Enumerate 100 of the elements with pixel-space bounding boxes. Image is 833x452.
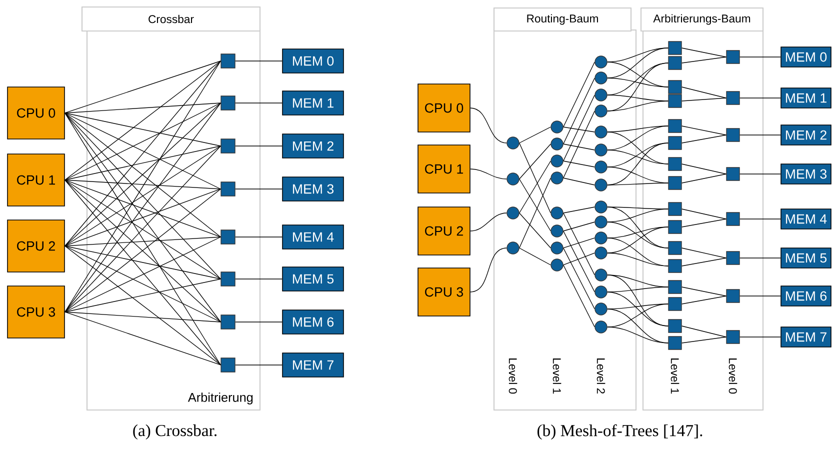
arbiter-square: [668, 319, 682, 333]
connector-line: [607, 292, 668, 326]
memory-box: MEM 4: [282, 224, 344, 250]
cpu-box: CPU 1: [418, 144, 470, 194]
connector-line: [519, 212, 551, 248]
connector-line: [563, 144, 595, 150]
connector-line: [682, 248, 726, 258]
connector-line: [682, 258, 726, 266]
connector-line: [470, 108, 507, 144]
connector-line: [682, 134, 726, 144]
connector-line: [607, 100, 668, 112]
connector-line: [607, 48, 668, 62]
arbiter-square: [668, 56, 682, 70]
connector-line: [682, 48, 726, 58]
connector-line: [470, 168, 507, 180]
connector-line: [607, 48, 668, 78]
connector-line: [563, 248, 595, 310]
memory-box: MEM 7: [282, 352, 344, 378]
connector-line: [519, 160, 551, 214]
cpu-box: CPU 1: [7, 154, 65, 206]
arbiter-square: [220, 182, 236, 196]
router-circle: [550, 172, 564, 184]
connector-line: [607, 304, 668, 328]
connector-line: [740, 336, 781, 338]
router-circle: [594, 72, 608, 84]
connector-line: [563, 222, 595, 232]
connector-line: [607, 304, 668, 310]
connector-line: [64, 146, 221, 246]
router-circle: [506, 242, 520, 254]
connector-line: [64, 112, 221, 190]
connector-line: [563, 126, 595, 132]
router-circle: [506, 206, 520, 220]
cpu-box: CPU 2: [418, 206, 470, 256]
connector-line: [519, 248, 551, 266]
router-circle: [594, 144, 608, 156]
connector-line: [607, 326, 668, 344]
memory-box: MEM 0: [282, 48, 344, 74]
router-circle: [594, 160, 608, 174]
router-circle: [594, 178, 608, 192]
connector-line: [563, 178, 595, 186]
connector-line: [235, 188, 282, 190]
connector-line: [563, 252, 595, 266]
memory-box: MEM 2: [282, 134, 344, 158]
connector-line: [682, 326, 726, 338]
connector-line: [470, 248, 507, 292]
cpu-box: CPU 3: [418, 268, 470, 316]
connector-line: [64, 112, 221, 366]
cpu-box: CPU 0: [418, 84, 470, 132]
connector-line: [235, 102, 282, 104]
frame-header: Crossbar: [81, 6, 261, 32]
cpu-box: CPU 3: [7, 286, 65, 338]
memory-box: MEM 0: [780, 46, 832, 68]
connector-line: [64, 102, 221, 114]
connector-line: [64, 236, 221, 246]
memory-box: MEM 2: [780, 124, 832, 146]
connector-line: [64, 60, 221, 180]
connector-line: [64, 246, 221, 322]
caption: (a) Crossbar.: [133, 424, 216, 440]
arbiter-square: [220, 272, 236, 286]
arbiter-square: [668, 94, 682, 108]
memory-box: MEM 1: [282, 90, 344, 116]
router-circle: [550, 258, 564, 272]
connector-line: [607, 222, 668, 248]
connector-line: [682, 296, 726, 304]
connector-line: [235, 236, 282, 238]
router-circle: [594, 56, 608, 68]
connector-line: [607, 126, 668, 132]
connector-line: [682, 98, 726, 102]
arbiter-square: [668, 241, 682, 255]
connector-line: [607, 142, 668, 168]
connector-line: [740, 134, 781, 136]
arbiter-square: [668, 280, 682, 294]
connector-line: [607, 182, 668, 186]
cpu-box: CPU 2: [7, 220, 65, 272]
arbiter-square: [668, 119, 682, 133]
memory-box: MEM 6: [282, 310, 344, 334]
level-label: Level 1: [670, 358, 680, 394]
arbiter-square: [668, 176, 682, 190]
router-circle: [550, 242, 564, 254]
arbiter-square: [668, 157, 682, 171]
memory-box: MEM 3: [780, 164, 832, 184]
router-circle: [594, 286, 608, 298]
arbiter-square: [726, 330, 740, 344]
connector-line: [607, 208, 668, 222]
arbiter-square: [668, 202, 682, 216]
router-circle: [550, 120, 564, 134]
connector-line: [607, 126, 668, 150]
router-circle: [594, 104, 608, 118]
connector-line: [563, 62, 595, 128]
connector-line: [64, 112, 221, 280]
arbiter-square: [220, 96, 236, 110]
connector-line: [64, 246, 221, 366]
connector-line: [64, 278, 221, 312]
connector-line: [519, 142, 551, 214]
arbiter-square: [220, 358, 236, 372]
level-label: Level 2: [596, 358, 606, 394]
connector-line: [682, 126, 726, 136]
router-circle: [594, 216, 608, 228]
connector-line: [64, 180, 221, 280]
connector-line: [563, 160, 595, 168]
